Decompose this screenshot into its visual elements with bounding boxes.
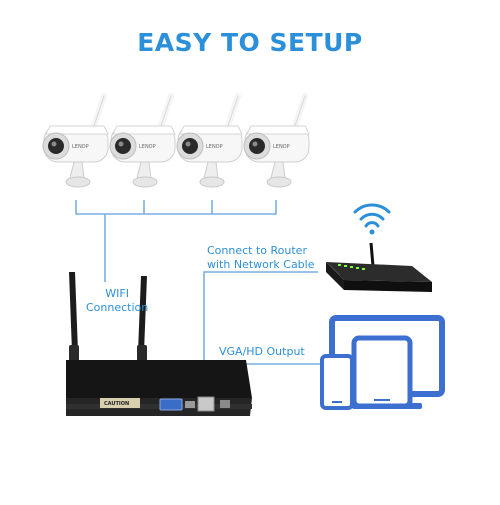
camera-2: LENOP <box>109 93 176 188</box>
camera-brand-label: LENOP <box>72 144 89 150</box>
camera-brand-label: LENOP <box>273 144 290 150</box>
nvr-antenna-left <box>69 272 78 352</box>
wifi-label-line-1: WIFI <box>105 287 129 300</box>
vga-output-label: VGA/HD Output <box>219 345 305 358</box>
router-connection-label: Connect to Router with Network Cable <box>207 244 315 272</box>
lan-port <box>197 396 215 412</box>
vga-port <box>159 398 183 411</box>
page-title: EASY TO SETUP <box>137 28 363 57</box>
camera-4: LENOP <box>243 93 310 188</box>
camera-bus-line <box>75 200 277 215</box>
wifi-icon <box>353 203 391 235</box>
router-cable-line <box>203 271 318 398</box>
nvr-caution-text: CAUTION <box>104 401 129 407</box>
nvr-icon: CAUTION <box>66 272 252 416</box>
nvr-caution-sticker <box>100 398 140 408</box>
camera-1: LENOP <box>42 93 109 188</box>
phone-icon <box>320 354 354 410</box>
camera-3: LENOP <box>176 93 243 188</box>
usb-port <box>220 400 230 408</box>
wifi-connection-label: WIFI Connection <box>86 287 148 315</box>
tablet-icon <box>351 335 413 409</box>
camera-brand-label: LENOP <box>206 144 223 150</box>
router-icon <box>326 242 432 292</box>
hdmi-port <box>185 401 195 408</box>
router-label-line-2: with Network Cable <box>207 258 315 271</box>
nvr-antenna-right <box>138 276 147 352</box>
camera-brand-label: LENOP <box>139 144 156 150</box>
wifi-label-line-2: Connection <box>86 301 149 314</box>
router-label-line-1: Connect to Router <box>207 244 307 257</box>
